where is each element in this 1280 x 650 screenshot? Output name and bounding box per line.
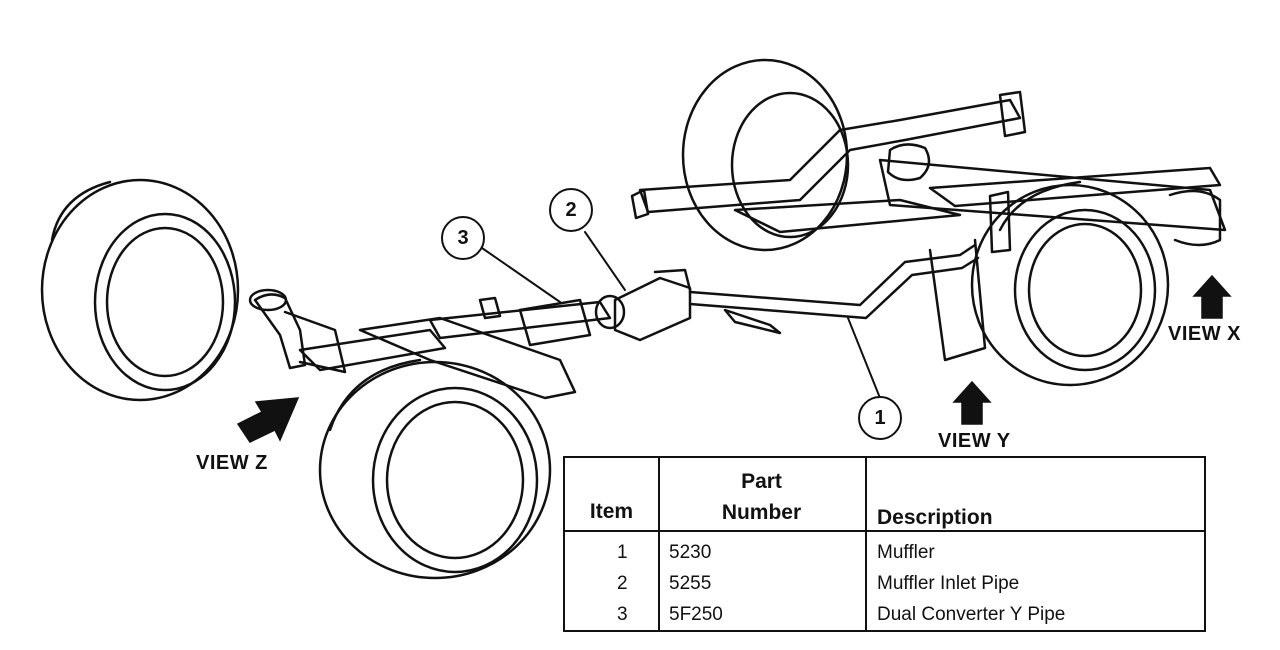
- view-x-label: VIEW X: [1168, 323, 1242, 345]
- front-right-tire: [318, 358, 552, 580]
- table-row: 1 5230 Muffler: [565, 538, 1204, 569]
- view-z-arrow: [236, 397, 300, 443]
- callout-1: 1: [858, 396, 902, 440]
- dual-converter-y-pipe: [298, 296, 612, 400]
- row-description: Muffler: [877, 542, 935, 563]
- header-description: Description: [877, 506, 993, 529]
- row-part: 5230: [669, 542, 712, 563]
- vehicle-frame: [630, 90, 1222, 254]
- row-description: Dual Converter Y Pipe: [877, 604, 1066, 625]
- table-row: 3 5F250 Dual Converter Y Pipe: [565, 600, 1204, 631]
- row-item: 3: [617, 604, 628, 625]
- table-row: 2 5255 Muffler Inlet Pipe: [565, 569, 1204, 600]
- view-z-label: VIEW Z: [196, 452, 268, 474]
- muffler-body: [594, 268, 782, 342]
- view-x-arrow: [1192, 274, 1232, 319]
- parts-table: Item Part Number Description 1 5230 Muff…: [563, 456, 1206, 632]
- row-part: 5255: [669, 573, 712, 594]
- header-part-line2: Number: [721, 501, 802, 524]
- front-left-tire: [40, 178, 240, 402]
- header-part-line1: Part: [741, 470, 782, 493]
- row-item: 2: [617, 573, 628, 594]
- rear-axle: [878, 143, 1227, 247]
- row-item: 1: [617, 542, 628, 563]
- table-header: [565, 458, 1204, 532]
- front-converter: [248, 288, 347, 374]
- leader-lines: [481, 231, 881, 399]
- rear-right-tire: [970, 180, 1170, 387]
- view-y-label: VIEW Y: [938, 430, 1011, 452]
- header-item: Item: [589, 500, 634, 523]
- tailpipe: [688, 238, 987, 362]
- callout-2: 2: [549, 188, 593, 232]
- callout-3: 3: [441, 216, 485, 260]
- row-part: 5F250: [669, 604, 723, 625]
- view-y-arrow: [952, 380, 992, 425]
- rear-left-tire: [681, 58, 850, 252]
- row-description: Muffler Inlet Pipe: [877, 573, 1020, 594]
